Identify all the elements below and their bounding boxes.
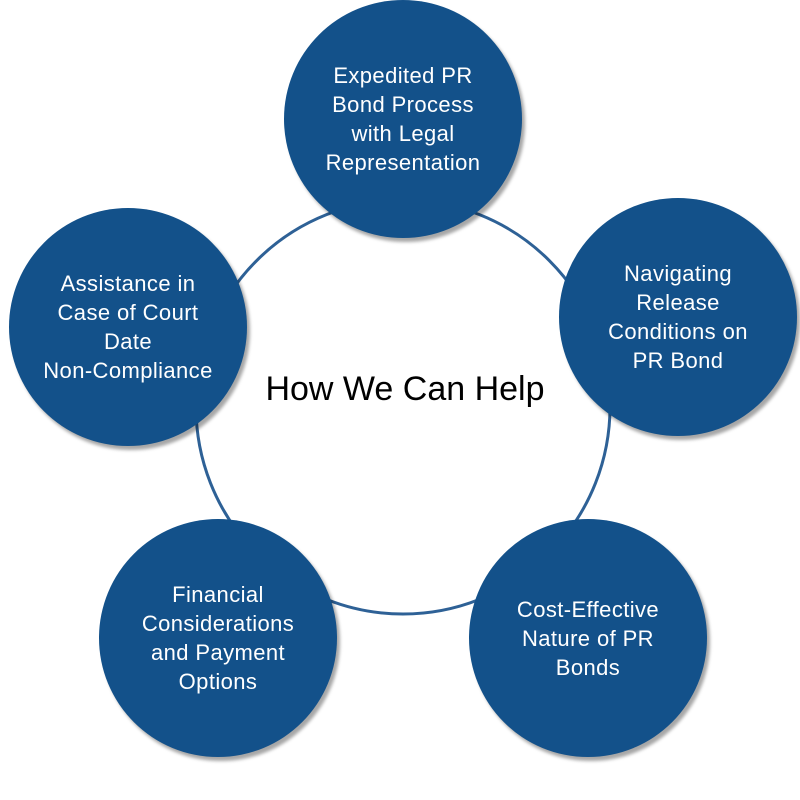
node-label: Financial Considerations and Payment Opt… bbox=[141, 582, 295, 694]
node-release-conditions: Navigating Release Conditions on PR Bond bbox=[559, 198, 797, 436]
node-court-date-assistance: Assistance in Case of Court Date Non-Com… bbox=[9, 208, 247, 446]
node-expedited-pr-bond: Expedited PR Bond Process with Legal Rep… bbox=[284, 0, 522, 238]
node-financial-considerations: Financial Considerations and Payment Opt… bbox=[99, 519, 337, 757]
node-label: Expedited PR Bond Process with Legal Rep… bbox=[325, 63, 481, 175]
node-cost-effective: Cost-Effective Nature of PR Bonds bbox=[469, 519, 707, 757]
node-label: Cost-Effective Nature of PR Bonds bbox=[516, 596, 660, 680]
node-label: Navigating Release Conditions on PR Bond bbox=[608, 261, 748, 373]
diagram-title: How We Can Help bbox=[265, 369, 545, 408]
node-label: Assistance in Case of Court Date Non-Com… bbox=[43, 271, 213, 383]
